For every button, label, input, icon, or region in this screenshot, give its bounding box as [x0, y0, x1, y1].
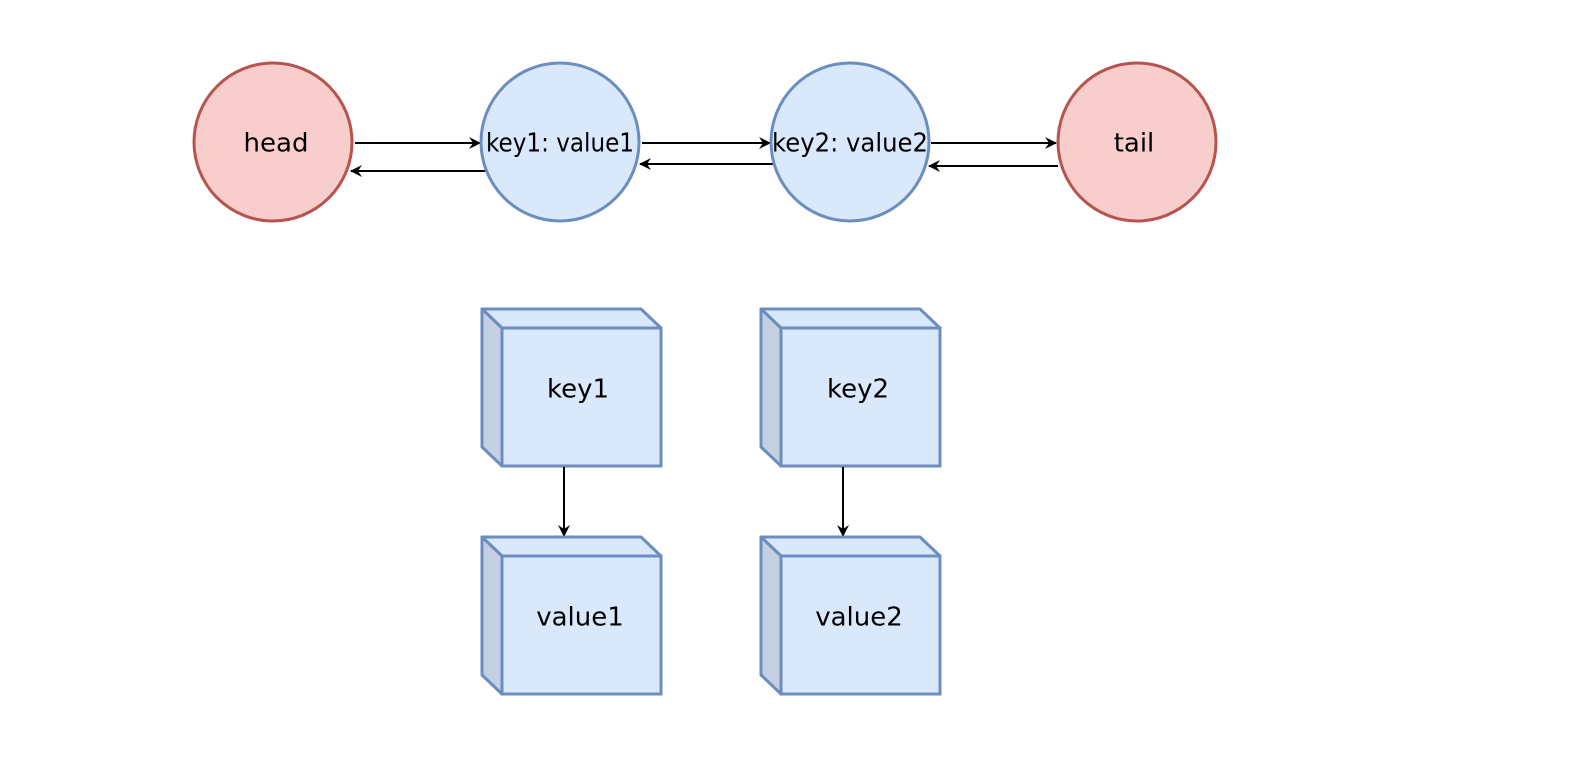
map-entries: key1 value1 key2 value2: [480, 307, 942, 696]
cube-key1-label: key1: [547, 375, 609, 405]
cube-value2-front: [779, 554, 942, 696]
cube-value1-front: [500, 554, 663, 696]
node-head-circle: [192, 61, 354, 223]
cube-key2-top: [759, 307, 942, 330]
node-head-label: head: [244, 129, 309, 159]
cube-key2-label: key2: [827, 375, 889, 405]
node-key2-label: key2: value2: [772, 129, 928, 159]
linked-list: head key1: value1 key2: value2 tail: [192, 61, 1218, 223]
cube-key2-side: [759, 307, 783, 468]
linked-list-arrows: [350, 137, 1058, 177]
node-key1-label: key1: value1: [486, 129, 634, 159]
cube-value1-top: [480, 535, 663, 558]
node-tail: tail: [1056, 61, 1218, 223]
cube-key1-top: [480, 307, 663, 330]
cube-value1-label: value1: [536, 603, 624, 633]
cube-value2-side: [759, 535, 783, 696]
cube-value1-side: [480, 535, 504, 696]
node-tail-label: tail: [1114, 129, 1155, 159]
node-key2: key2: value2: [769, 61, 931, 223]
cube-key1-side: [480, 307, 504, 468]
cube-key1-front: [500, 326, 663, 468]
node-head: head: [192, 61, 354, 223]
node-key1: key1: value1: [479, 61, 641, 223]
cube-value2-label: value2: [815, 603, 903, 633]
cube-key2: key2: [759, 307, 942, 468]
cube-value2: value2: [759, 535, 942, 696]
cube-value1: value1: [480, 535, 663, 696]
node-tail-circle: [1056, 61, 1218, 223]
node-key2-circle: [769, 61, 931, 223]
node-key1-circle: [479, 61, 641, 223]
cube-key1: key1: [480, 307, 663, 468]
cube-key2-front: [779, 326, 942, 468]
cube-value2-top: [759, 535, 942, 558]
